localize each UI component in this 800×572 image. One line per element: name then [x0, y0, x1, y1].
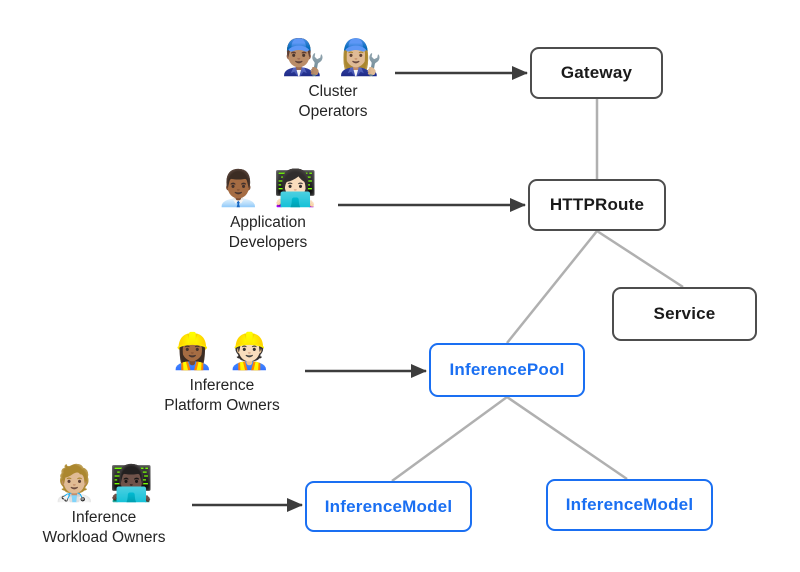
inferencepool-node: InferencePool [429, 343, 585, 397]
httproute-label: HTTPRoute [549, 195, 645, 214]
inferencemodel-left-node: InferenceModel [305, 481, 472, 532]
inferencemodel-left-label: InferenceModel [324, 496, 453, 516]
inference-workload-owners-emoji-icon: 🧑🏼‍⚕️ 👨🏿‍💻 [52, 464, 156, 503]
inference-workload-owners-label-line1: Inference [71, 509, 137, 526]
inferencemodel-right-node: InferenceModel [546, 479, 713, 531]
inference-workload-owners-label-line2: Workload Owners [42, 529, 166, 546]
gateway-label: Gateway [560, 63, 633, 82]
service-label: Service [653, 304, 716, 323]
application-developers-label-line2: Developers [228, 234, 308, 251]
application-developers-actor: 👨🏾‍💼 👩🏻‍💻 Application Developers [158, 167, 378, 253]
inference-platform-owners-actor: 👷🏾‍♀️ 👷🏻 Inference Platform Owners [112, 330, 332, 416]
inference-workload-owners-actor: 🧑🏼‍⚕️ 👨🏿‍💻 Inference Workload Owners [0, 462, 214, 548]
cluster-operators-label-line1: Cluster [308, 83, 358, 100]
edge-inferencepool-inferencemodel-right [506, 395, 628, 481]
inferencepool-label: InferencePool [449, 360, 565, 379]
inference-platform-owners-emoji-icon: 👷🏾‍♀️ 👷🏻 [170, 332, 274, 371]
edge-inferencepool-inferencemodel-left [391, 395, 508, 483]
inference-platform-owners-label-line2: Platform Owners [164, 397, 280, 414]
application-developers-label-line1: Application [230, 214, 306, 231]
gateway-node: Gateway [530, 47, 663, 99]
service-node: Service [612, 287, 757, 341]
cluster-operators-actor: 👨🏽‍🔧 👩🏼‍🔧 Cluster Operators [223, 36, 443, 122]
inferencemodel-right-label: InferenceModel [565, 495, 694, 514]
httproute-node: HTTPRoute [528, 179, 666, 231]
application-developers-emoji-icon: 👨🏾‍💼 👩🏻‍💻 [216, 169, 320, 208]
cluster-operators-label-line2: Operators [298, 103, 368, 120]
cluster-operators-emoji-icon: 👨🏽‍🔧 👩🏼‍🔧 [281, 38, 385, 77]
inference-platform-owners-label-line1: Inference [189, 377, 255, 394]
edge-httproute-inferencepool [506, 230, 598, 344]
edge-httproute-service [596, 229, 684, 289]
